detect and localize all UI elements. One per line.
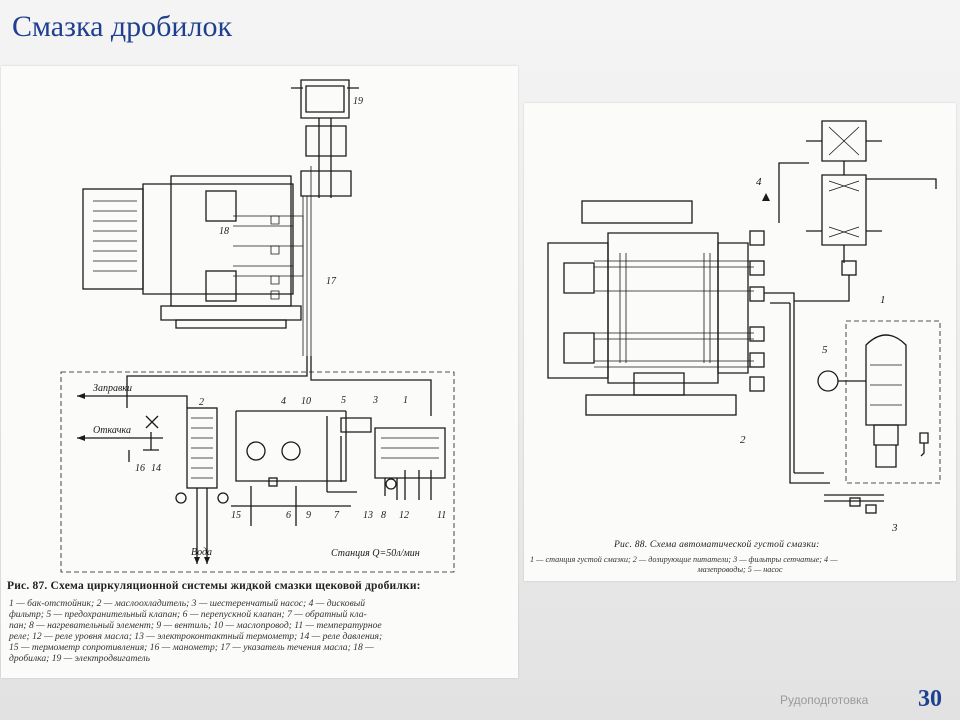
caption-line: дробилка; 19 — электродвигатель	[9, 653, 150, 664]
callout-1: 1	[403, 395, 408, 406]
callout-19: 19	[353, 96, 363, 107]
callout-9: 9	[306, 510, 311, 521]
callout-3: 3	[372, 395, 378, 406]
callout-4: 4	[756, 176, 762, 188]
callout-11: 11	[437, 510, 446, 521]
callout-17: 17	[326, 276, 337, 287]
caption-line: 1 — бак-отстойник; 2 — маслоохладитель; …	[9, 598, 366, 609]
figure-88-caption-title: Рис. 88. Схема автоматической густой сма…	[614, 539, 820, 550]
callout-6: 6	[286, 510, 291, 521]
callout-8: 8	[381, 510, 386, 521]
water-label: Вода	[191, 547, 212, 558]
callout-3: 3	[891, 522, 898, 534]
slide-title: Смазка дробилок	[12, 10, 233, 43]
caption-line: реле; 12 — реле уровня масла; 13 — элект…	[9, 631, 383, 642]
caption-line: мазепроводы; 5 — насос	[697, 565, 783, 574]
figure-87-caption-title: Рис. 87. Схема циркуляционной системы жи…	[7, 580, 421, 592]
caption-line: 1 — станция густой смазки; 2 — дозирующи…	[530, 555, 838, 564]
flywheel-bottom	[585, 394, 737, 416]
callout-5: 5	[822, 344, 828, 356]
callout-5: 5	[341, 395, 346, 406]
footer-section-label: Рудоподготовка	[780, 693, 869, 707]
callout-7: 7	[334, 510, 340, 521]
figure-87-caption-body: 1 — бак-отстойник; 2 — маслоохладитель; …	[9, 598, 382, 664]
slide-number: 30	[918, 686, 942, 712]
figure-88-scan: 1 2 3 4 5 Рис. 88. Схема автоматической …	[524, 103, 956, 581]
callout-10: 10	[301, 396, 311, 407]
caption-line: фильтр; 5 — предохранительный клапан; 6 …	[9, 609, 367, 620]
figure-87-schematic: Заправки Откачка Вода Станция Q=50л/мин …	[60, 79, 455, 573]
callout-1: 1	[880, 294, 886, 306]
callout-15: 15	[231, 510, 241, 521]
drain-label: Откачка	[93, 425, 131, 436]
callout-2: 2	[740, 434, 746, 446]
refill-label: Заправки	[93, 383, 132, 394]
callout-4: 4	[281, 396, 286, 407]
caption-line: пан; 8 — нагревательный элемент; 9 — вен…	[9, 620, 382, 631]
flywheel-top	[581, 200, 693, 224]
callout-18: 18	[219, 226, 229, 237]
caption-line: 15 — термометр сопротивления; 16 — маном…	[9, 642, 374, 653]
callout-16: 16	[135, 463, 145, 474]
callout-2: 2	[199, 397, 204, 408]
station-label: Станция Q=50л/мин	[331, 548, 420, 559]
callout-14: 14	[151, 463, 161, 474]
figure-87-scan: Заправки Откачка Вода Станция Q=50л/мин …	[1, 66, 518, 678]
figure-88-caption-body: 1 — станция густой смазки; 2 — дозирующи…	[530, 555, 950, 575]
callout-13: 13	[363, 510, 373, 521]
electric-motor	[82, 188, 144, 290]
figure-88-schematic: 1 2 3 4 5	[547, 120, 941, 534]
callout-12: 12	[399, 510, 409, 521]
